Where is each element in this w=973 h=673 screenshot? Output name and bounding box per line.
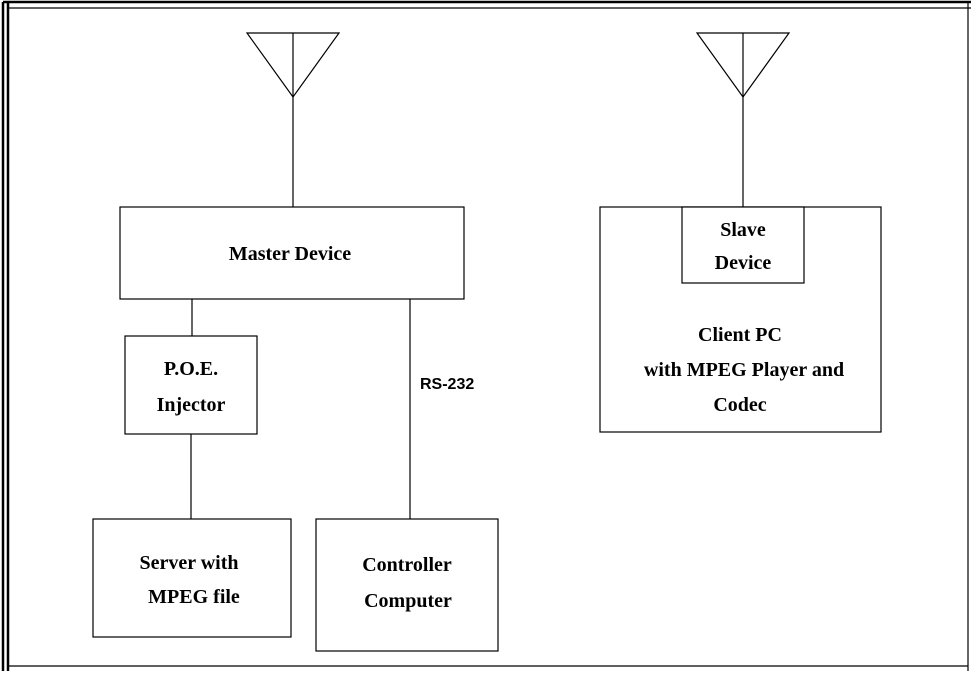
master-antenna-icon: [245, 32, 341, 207]
master-device-box: Master Device: [119, 206, 465, 300]
master-device-label: Master Device: [229, 243, 351, 265]
slave-device-label-line2: Device: [715, 252, 772, 274]
client-pc-label-line2: with MPEG Player and: [644, 359, 844, 381]
rs232-label: RS-232: [420, 376, 474, 393]
client-pc-label-line1: Client PC: [698, 324, 782, 346]
slave-device-box: Slave Device: [681, 206, 805, 284]
controller-computer-box: Controller Computer: [315, 518, 499, 652]
slave-device-label-line1: Slave: [720, 219, 766, 241]
server-label-line2: MPEG file: [148, 586, 240, 608]
controller-label-line1: Controller: [362, 554, 452, 576]
server-box: Server with MPEG file: [92, 518, 292, 638]
client-pc-label-line3: Codec: [713, 394, 766, 416]
poe-injector-label-line2: Injector: [157, 394, 226, 416]
server-label-line1: Server with: [139, 552, 238, 574]
controller-label-line2: Computer: [364, 590, 452, 612]
poe-injector-box: P.O.E. Injector: [124, 335, 258, 435]
slave-antenna-icon: [695, 32, 791, 207]
poe-injector-label-line1: P.O.E.: [164, 358, 218, 380]
client-pc-box: Client PC with MPEG Player and Codec: [599, 206, 882, 433]
